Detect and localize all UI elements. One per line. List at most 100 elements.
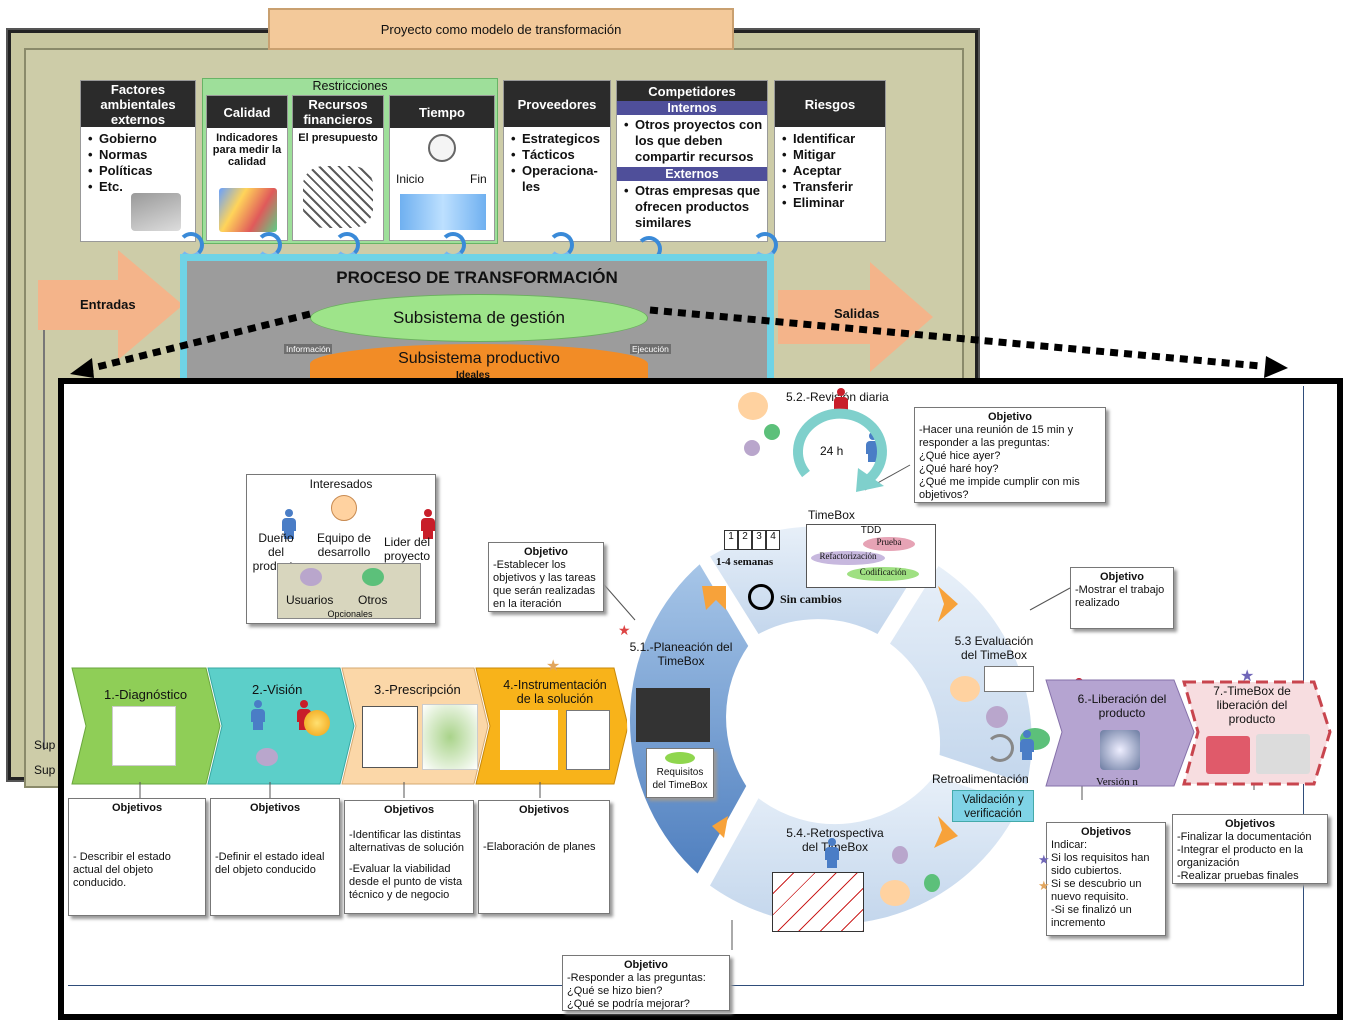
externos-list: Otras empresas que ofrecen productos sim… — [617, 183, 767, 231]
team-icon — [880, 880, 910, 906]
users-icon — [986, 706, 1008, 728]
list-item: Otras empresas que ofrecen productos sim… — [624, 183, 767, 231]
equipo-label: Equipo de desarrollo — [316, 531, 372, 559]
sup-label: Sup — [34, 738, 56, 752]
zoom-arrows — [70, 306, 1288, 378]
others-icon — [362, 568, 384, 586]
codificacion-label: Codificación — [847, 567, 919, 581]
sup-label: Sup — [34, 763, 56, 777]
list-item: Mitigar — [782, 147, 885, 163]
ejecucion-label: Ejecución — [630, 344, 671, 354]
list-item: Gobierno — [88, 131, 195, 147]
objective-line: -Si se finalizó un incremento — [1051, 904, 1132, 929]
background-title: Proyecto como modelo de transformación — [268, 8, 734, 50]
opcionales-box: Usuarios Otros Opcionales — [277, 563, 421, 619]
team-icon — [331, 495, 357, 521]
proceso-title: PROCESO DE TRANSFORMACIÓN — [336, 268, 618, 287]
lightbulb-icon — [304, 710, 330, 736]
list-item: Operaciona-les — [511, 163, 610, 195]
star-icon: ★ — [1038, 878, 1050, 893]
factor-competidores: Competidores Internos Otros proyectos co… — [616, 80, 768, 242]
list-item: Aceptar — [782, 163, 885, 179]
timebox-lib-label: 7.-TimeBox de liberación del producto — [1213, 684, 1291, 726]
list-item: Otros proyectos con los que deben compar… — [624, 117, 767, 165]
version-label: Versión n — [1096, 776, 1138, 788]
evaluacion-label: 5.3 Evaluación del TimeBox — [954, 634, 1034, 662]
phase-vision: 2.-Visión — [252, 682, 303, 697]
objective-line: -Responder a las preguntas: — [567, 972, 706, 984]
externos-head: Externos — [617, 167, 767, 181]
objective-head: Objetivos — [1080, 826, 1132, 838]
salidas-arrow — [778, 262, 933, 372]
objective-head: Objetivo — [623, 959, 668, 971]
validacion-box: Validación y verificación — [952, 790, 1034, 822]
list-item: Políticas — [88, 163, 195, 179]
calidad-head: Calidad — [207, 96, 287, 128]
liberacion-label: 6.-Liberación del producto — [1077, 692, 1167, 720]
factor-riesgos: Riesgos Identificar Mitigar Aceptar Tran… — [774, 80, 886, 242]
list-item: Identificar — [782, 131, 885, 147]
books-image — [131, 193, 181, 231]
stakeholders-title: Interesados — [309, 477, 373, 491]
spreadsheet-image — [636, 688, 710, 742]
factor-head: Riesgos — [775, 81, 885, 127]
fin-label: Fin — [470, 172, 487, 186]
phase-instrumentacion: 4.-Instrumentación de la solución — [503, 678, 607, 706]
user-icon — [892, 846, 908, 864]
objective-line: ¿Qué haré hoy? — [919, 463, 999, 475]
entradas-arrow — [38, 250, 183, 360]
factor-ambientales: Factores ambientales externos Gobierno N… — [80, 80, 196, 242]
star-icon: ★ — [618, 622, 631, 638]
objective-line: -Hacer una reunión de 15 min y responder… — [919, 424, 1074, 449]
money-image — [303, 166, 373, 228]
recursos-head: Recursos financieros — [293, 96, 383, 128]
week-cell: 4 — [766, 530, 780, 550]
calidad-box: Calidad Indicadores para medir la calida… — [206, 95, 288, 241]
objective-line: Si los requisitos han sido cubiertos. — [1051, 852, 1150, 877]
salidas-label: Salidas — [834, 306, 880, 321]
requisitos-label: Requisitos del TimeBox — [652, 767, 708, 791]
objective-line: ¿Qué se hizo bien? — [567, 985, 663, 997]
competidores-head: Competidores — [617, 81, 767, 101]
users-icon — [256, 748, 278, 766]
planning-image — [500, 710, 558, 770]
timebox-label: TimeBox — [808, 508, 855, 522]
retrospectiva-label: 5.4.-Retrospectiva del TimeBox — [786, 826, 884, 854]
week-cell: 1 — [724, 530, 738, 550]
objective-text: -Definir el estado ideal del objeto cond… — [215, 851, 325, 876]
list-item: Normas — [88, 147, 195, 163]
recursos-box: Recursos financieros El presupuesto — [292, 95, 384, 241]
factor-list: Identificar Mitigar Aceptar Transferir E… — [775, 131, 885, 211]
objective-line: Indicar: — [1051, 839, 1088, 851]
objective-planeacion: Objetivo -Establecer los objetivos y las… — [488, 542, 604, 612]
team-icon — [738, 392, 768, 420]
chart-image — [219, 188, 277, 232]
tiempo-head: Tiempo — [390, 96, 494, 128]
objective-line: ¿Qué me impide cumplir con mis objetivos… — [919, 476, 1080, 501]
prueba-label: Prueba — [863, 537, 915, 551]
network-image — [362, 706, 418, 768]
objective-line: -Integrar el producto en la organización — [1177, 844, 1303, 869]
objective-line: ¿Qué se podría mejorar? — [567, 998, 690, 1010]
requisitos-box: Requisitos del TimeBox — [646, 748, 714, 798]
stack-image — [566, 710, 610, 770]
objective-head: Objetivo — [1099, 571, 1144, 583]
magnifier-image — [112, 706, 176, 766]
person-blue-icon — [824, 838, 840, 868]
tdd-label: TDD — [860, 525, 882, 536]
productivo-ellipse: Subsistema productivo — [310, 344, 648, 384]
retroalimentacion-label: Retroalimentación — [932, 772, 1029, 786]
no-change-icon — [748, 584, 774, 610]
lider-label: Lider del proyecto — [383, 535, 431, 563]
informacion-label: Información — [284, 344, 333, 354]
factor-list: Estrategicos Tácticos Operaciona-les — [504, 131, 610, 195]
semanas-label: 1-4 semanas — [716, 556, 774, 568]
objective-line: -Finalizar la documentación — [1177, 831, 1312, 843]
objective-retrospectiva: Objetivo -Responder a las preguntas: ¿Qu… — [562, 955, 730, 1011]
list-item: Estrategicos — [511, 131, 610, 147]
objective-head: Objetivos — [1224, 818, 1276, 830]
gestion-ellipse: Subsistema de gestión — [310, 294, 648, 342]
objective-prescripcion: Objetivos -Identificar las distintas alt… — [344, 800, 474, 914]
objective-text: -Mostrar el trabajo realizado — [1075, 584, 1165, 609]
objective-head: Objetivos — [383, 804, 435, 816]
